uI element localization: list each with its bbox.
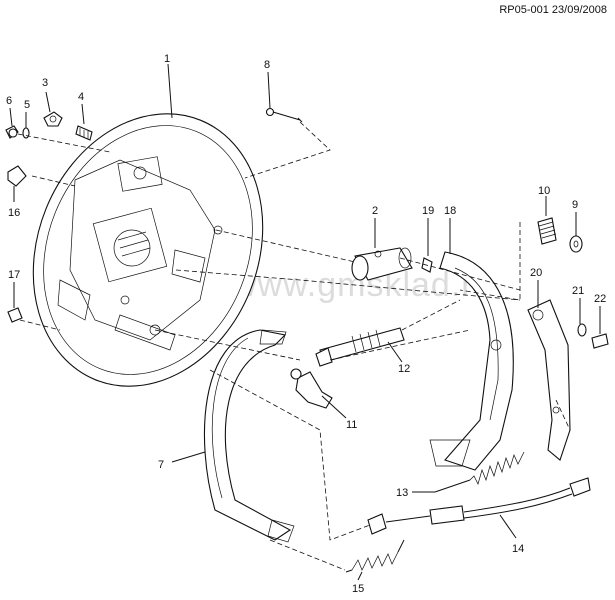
bolt-6 [5,125,19,139]
callout-7: 7 [158,459,164,471]
callout-8: 8 [264,59,270,71]
callout-9: 9 [572,199,578,211]
callout-labels: 1 2 3 4 5 6 7 8 9 10 11 12 13 14 15 16 1… [6,53,606,595]
callout-15: 15 [352,583,364,595]
callout-16: 16 [8,207,20,219]
adjuster-lever-11 [290,368,333,409]
washer-21 [577,323,587,337]
cup-9 [569,235,583,253]
callout-3: 3 [42,77,48,89]
alignment-lines [17,121,571,571]
brake-shoe-18 [429,251,514,471]
spring-13 [434,451,525,493]
bleeder-screw-4 [75,125,93,141]
callout-1: 1 [164,53,170,65]
bleeder-3 [43,111,63,127]
callout-11: 11 [346,419,357,431]
pin-8 [265,107,303,123]
callout-5: 5 [24,99,30,111]
callout-14: 14 [512,543,524,555]
callout-21: 21 [572,285,584,297]
callout-6: 6 [6,95,12,107]
backing-plate [32,113,264,387]
adjuster-12 [315,327,405,367]
callout-12: 12 [398,363,410,375]
leader-lines [9,63,601,581]
callout-4: 4 [78,91,84,103]
callout-13: 13 [396,487,408,499]
wheel-cylinder-2 [351,247,413,281]
callout-22: 22 [594,293,606,305]
pin-22 [591,333,609,349]
cap-17 [7,307,23,323]
callout-10: 10 [538,185,550,197]
spring-15 [345,539,405,573]
callout-2: 2 [372,205,378,217]
callout-18: 18 [444,205,456,217]
callout-20: 20 [530,267,542,279]
brake-shoe-7 [203,329,295,543]
spring-10 [537,217,557,245]
cable-14 [367,477,591,535]
park-brake-lever-20 [527,299,571,461]
callout-19: 19 [422,205,434,217]
diagram-reference: RP05-001 23/09/2008 [499,4,607,16]
plug-16 [7,165,27,187]
washer-5 [22,127,30,139]
callout-17: 17 [8,269,20,281]
